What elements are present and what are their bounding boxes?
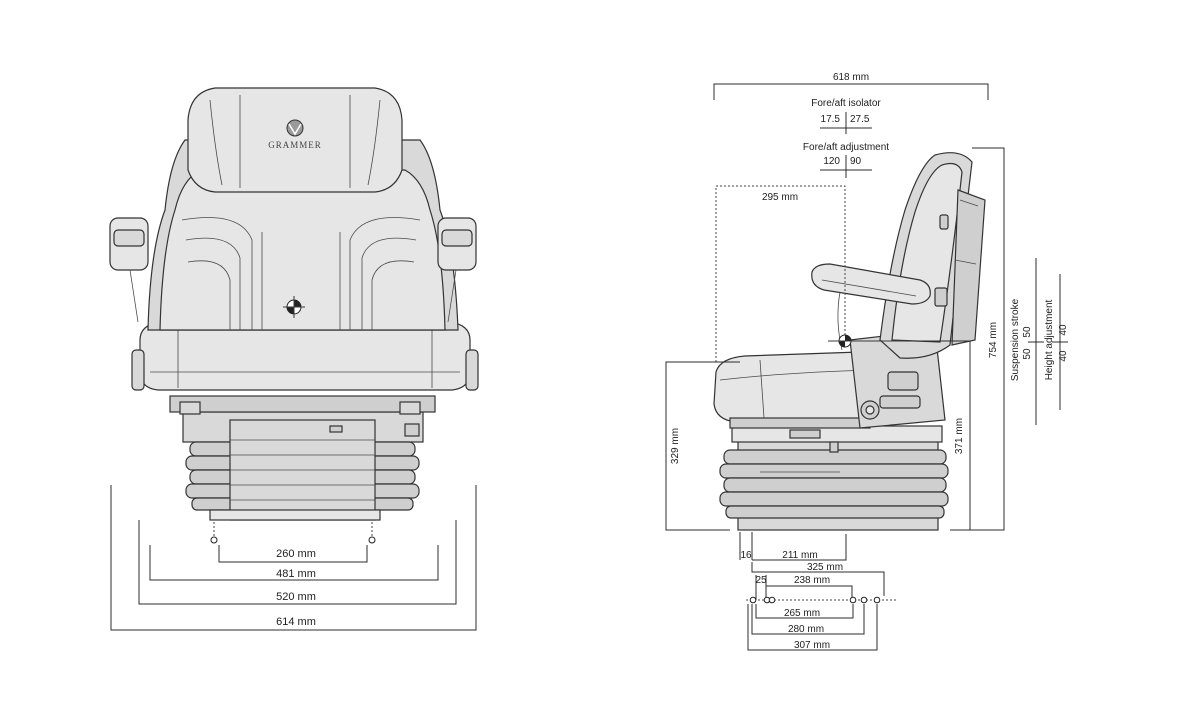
- dim-211: 211 mm: [782, 550, 817, 561]
- dim-280: 280 mm: [788, 624, 824, 635]
- mount-hole-icon: [749, 596, 757, 604]
- dim-25: 25: [755, 575, 767, 586]
- front-dimensions: 260 mm 481 mm 520 mm 614 mm: [110, 485, 477, 631]
- stroke-a-value: 50: [1022, 326, 1033, 338]
- adj-right-value: 90: [850, 156, 862, 167]
- front-view: GRAMMER 260 mm: [109, 87, 479, 631]
- dim-325: 325 mm: [807, 562, 843, 573]
- dim-16: 16: [740, 550, 752, 561]
- suspension-stroke-label: Suspension stroke: [1010, 298, 1021, 381]
- side-suspension-base: [719, 425, 949, 531]
- front-armrests: [109, 217, 477, 323]
- height-a-value: 40: [1058, 324, 1069, 336]
- dim-307: 307 mm: [794, 640, 830, 651]
- dim-260: 260 mm: [276, 548, 316, 560]
- dim-520: 520 mm: [276, 591, 316, 603]
- iso-left-value: 17.5: [821, 114, 841, 125]
- front-seat-cushion: [131, 321, 479, 391]
- dim-614: 614 mm: [276, 616, 316, 628]
- front-backrest: GRAMMER: [147, 87, 459, 331]
- side-view: 618 mm Fore/aft isolator 17.5 27.5 Fore/…: [665, 72, 1069, 651]
- height-adjustment-label: Height adjustment: [1044, 299, 1055, 380]
- side-backrest: [879, 152, 986, 359]
- adj-left-value: 120: [823, 156, 840, 167]
- mount-hole-icon: [860, 596, 868, 604]
- mount-hole-icon: [768, 596, 776, 604]
- brand-emblem-icon: [286, 119, 304, 137]
- fore-aft-adjustment-label: Fore/aft adjustment: [803, 142, 889, 153]
- dim-329: 329 mm: [670, 428, 681, 464]
- dim-754: 754 mm: [988, 322, 999, 358]
- stroke-b-value: 50: [1022, 348, 1033, 360]
- side-dimensions: 618 mm Fore/aft isolator 17.5 27.5 Fore/…: [665, 72, 1069, 651]
- dim-481: 481 mm: [276, 568, 316, 580]
- dim-265: 265 mm: [784, 608, 820, 619]
- fore-aft-isolator-label: Fore/aft isolator: [811, 98, 881, 109]
- dim-618: 618 mm: [833, 72, 869, 83]
- dim-371: 371 mm: [954, 418, 965, 454]
- front-suspension-base: [182, 411, 424, 521]
- brand-logo: GRAMMER: [268, 140, 322, 150]
- mount-hole-icon: [368, 536, 376, 544]
- dim-295: 295 mm: [762, 192, 798, 203]
- front-slide-rails: [169, 395, 436, 415]
- mount-hole-icon: [849, 596, 857, 604]
- height-b-value: 40: [1058, 350, 1069, 362]
- dim-238: 238 mm: [794, 575, 830, 586]
- iso-right-value: 27.5: [850, 114, 870, 125]
- side-seat-cushion: [713, 351, 881, 429]
- mount-hole-icon: [873, 596, 881, 604]
- mount-hole-icon: [210, 536, 218, 544]
